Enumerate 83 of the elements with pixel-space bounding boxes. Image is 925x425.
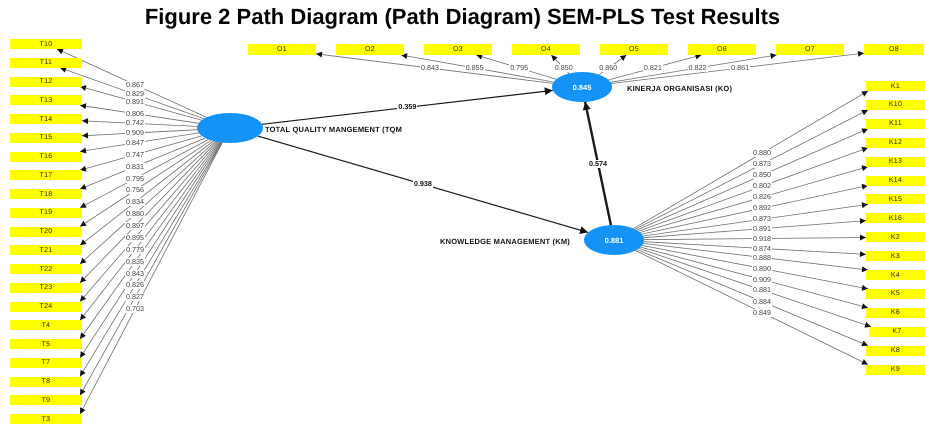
arrow — [82, 118, 198, 127]
indicator-box — [866, 346, 925, 356]
indicator-box — [866, 270, 925, 280]
indicator-box — [10, 245, 82, 256]
indicator-box — [248, 44, 316, 55]
arrow — [636, 128, 868, 230]
latent-variable-ellipse — [584, 225, 644, 255]
indicator-box — [10, 95, 82, 106]
arrow — [640, 246, 868, 310]
arrow — [643, 218, 866, 238]
indicator-box — [10, 339, 82, 349]
indicator-box — [10, 320, 82, 330]
indicator-box — [10, 302, 82, 312]
indicator-box — [10, 282, 82, 293]
arrow — [80, 136, 202, 172]
indicator-box — [10, 264, 82, 274]
indicator-box — [10, 395, 82, 406]
indicator-box — [866, 194, 925, 204]
arrow — [82, 129, 198, 138]
figure-title: Figure 2 Path Diagram (Path Diagram) SEM-PLS Test Results — [144, 4, 780, 30]
indicator-box — [866, 232, 925, 242]
indicator-box — [866, 176, 925, 186]
arrow — [642, 202, 868, 236]
arrow — [610, 50, 864, 84]
indicator-box — [512, 44, 580, 55]
arrow — [638, 146, 868, 232]
indicator-box — [10, 114, 82, 124]
arrow — [80, 103, 200, 124]
indicator-box — [336, 44, 404, 55]
indicator-box — [776, 44, 844, 55]
indicator-box — [866, 364, 925, 374]
arrow — [610, 53, 777, 83]
indicator-box — [10, 76, 82, 86]
arrow — [636, 249, 868, 346]
arrow — [642, 245, 868, 291]
indicator-box — [10, 376, 82, 386]
arrow — [60, 66, 204, 120]
indicator-box — [866, 213, 925, 224]
arrow — [316, 52, 554, 84]
arrow — [642, 243, 868, 272]
indicator-box — [10, 358, 82, 368]
latent-variable-ellipse — [552, 72, 612, 102]
indicator-box — [600, 44, 668, 55]
indicator-box — [866, 251, 925, 262]
arrow — [80, 132, 200, 154]
indicator-box — [866, 138, 925, 148]
indicator-box — [10, 58, 82, 68]
arrow — [56, 48, 208, 118]
indicator-box — [10, 170, 82, 180]
indicator-box — [10, 132, 82, 143]
indicator-box — [10, 189, 82, 199]
indicator-box — [10, 208, 82, 218]
indicator-box — [10, 39, 82, 49]
arrow — [608, 54, 702, 80]
indicator-box — [10, 152, 82, 162]
indicator-box — [866, 288, 925, 299]
arrow — [80, 139, 209, 208]
arrow — [638, 248, 872, 328]
arrow — [80, 140, 214, 246]
latent-variable-ellipse — [197, 113, 263, 143]
indicator-box — [866, 156, 925, 167]
arrow — [641, 184, 868, 234]
arrow — [80, 140, 212, 227]
indicator-box — [10, 414, 82, 424]
arrow — [644, 234, 866, 241]
arrow — [262, 87, 553, 125]
arrow — [640, 165, 868, 233]
arrow — [258, 136, 588, 234]
arrow — [643, 241, 866, 258]
arrow — [635, 250, 868, 365]
indicator-box — [10, 226, 82, 236]
arrow — [80, 85, 202, 121]
indicator-box — [866, 81, 925, 91]
arrow — [400, 53, 554, 82]
indicator-box — [869, 326, 925, 337]
arrow — [582, 102, 612, 226]
indicator-box — [866, 100, 925, 110]
indicator-box — [866, 308, 925, 318]
indicator-box — [424, 44, 492, 55]
arrow — [80, 138, 206, 190]
indicator-box — [864, 44, 924, 55]
indicator-box — [688, 44, 756, 55]
indicator-box — [866, 118, 925, 129]
